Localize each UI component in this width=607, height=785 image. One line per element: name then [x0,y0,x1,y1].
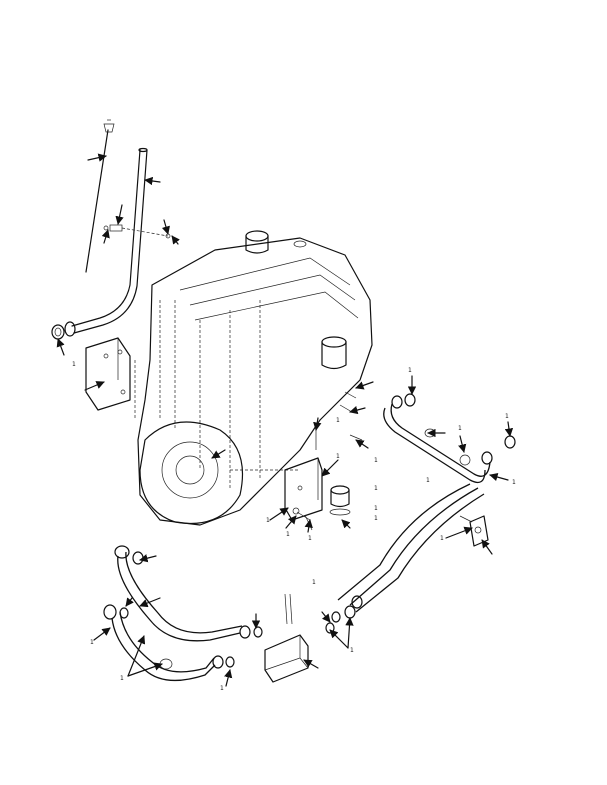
tube-fitting [51,321,76,340]
cooler-block [264,593,363,683]
callout-label: 1 [336,417,340,424]
callout-label: 1 [426,477,430,484]
engine-assembly [134,230,373,526]
lower-left-hoses [103,545,263,682]
callout-label: 1 [220,685,224,692]
tube-clamp [103,224,171,239]
callout-label: 1 [374,457,378,464]
callout-label: 1 [440,535,444,542]
callout-label: 1 [266,517,270,524]
upper-right-hose [383,393,516,484]
callout-label: 1 [72,361,76,368]
callout-label: 1 [312,579,316,586]
callout-label: 1 [374,485,378,492]
callouts: 1 1 1 1 1 1 1 1 1 1 1 1 1 1 1 1 1 1 1 1 … [56,153,516,692]
callout-label: 1 [350,647,354,654]
long-hoses [337,483,485,613]
dipstick [85,119,115,273]
center-bracket [284,457,323,521]
callout-label: 1 [374,505,378,512]
callout-label: 1 [458,425,462,432]
callout-label: 1 [286,531,290,538]
callout-label: 1 [336,453,340,460]
callout-label: 1 [308,535,312,542]
dipstick-tube [71,147,148,334]
callout-label: 1 [505,413,509,420]
callout-label: 1 [512,479,516,486]
callout-label: 1 [408,367,412,374]
callout-label: 1 [374,515,378,522]
mount-isolator [329,485,351,516]
callout-label: 1 [90,639,94,646]
left-bracket [85,337,131,411]
callout-label: 1 [120,675,124,682]
